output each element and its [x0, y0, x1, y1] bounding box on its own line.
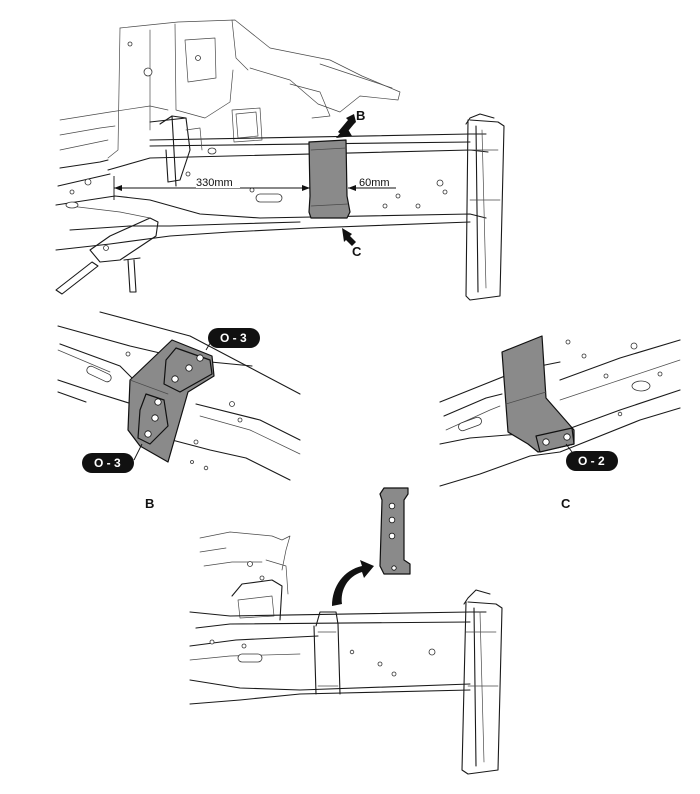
- badge-o2: O - 2: [565, 443, 618, 471]
- view-c-label: C: [561, 496, 571, 511]
- badge-o3-bottom: O - 3: [82, 443, 143, 473]
- arrow-c-icon: [342, 228, 356, 246]
- dimension-330mm: 330mm: [113, 176, 310, 200]
- rail-replacement-section: [308, 139, 351, 219]
- top-main-view: 330mm 60mm B C: [55, 19, 505, 301]
- arrow-b-label: B: [356, 108, 365, 123]
- bottom-main-view: [189, 487, 503, 775]
- dimension-60mm: 60mm: [348, 176, 396, 191]
- view-b-label: B: [145, 496, 154, 511]
- install-arrow-icon: [332, 560, 374, 606]
- detail-view-c: O - 2 C: [439, 335, 681, 511]
- badge-o3-top: O - 3: [205, 328, 260, 351]
- loose-replacement-part: [379, 487, 411, 575]
- dim-330-label: 330mm: [196, 177, 233, 189]
- badge-o2-label: O - 2: [578, 454, 605, 468]
- view-arrow-b: B: [336, 108, 365, 138]
- view-arrow-c: C: [342, 228, 362, 259]
- arrow-c-label: C: [352, 244, 362, 259]
- badge-o3-bottom-label: O - 3: [94, 456, 121, 470]
- dim-60-label: 60mm: [359, 177, 390, 189]
- badge-o3-top-label: O - 3: [220, 331, 247, 345]
- detail-view-b: O - 3 O - 3 B: [57, 311, 301, 511]
